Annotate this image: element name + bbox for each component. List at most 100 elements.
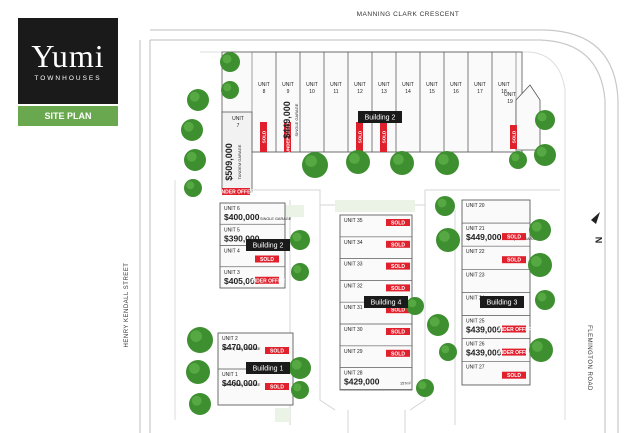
tree-highlight bbox=[531, 221, 542, 232]
sold-tag-text: SOLD bbox=[270, 385, 284, 391]
sold-tag: SOLD bbox=[386, 349, 410, 357]
unit-label: UNIT 1 bbox=[222, 372, 238, 378]
tree-highlight bbox=[186, 151, 197, 162]
sold-tag: SOLD bbox=[255, 255, 279, 263]
road-curbs bbox=[139, 29, 619, 433]
unit-label: UNIT 33 bbox=[344, 262, 363, 268]
sold-tag: SOLD bbox=[386, 306, 410, 314]
under_offer-tag-text: UNDER OFFER bbox=[286, 120, 291, 153]
tree-highlight bbox=[291, 359, 302, 370]
sold-tag-text: SOLD bbox=[260, 257, 274, 263]
unit-label: UNIT 34 bbox=[344, 240, 363, 246]
sold-tag-text: SOLD bbox=[391, 221, 405, 227]
sold-tag: SOLD bbox=[510, 125, 517, 149]
sold-tag-text: SOLD bbox=[512, 130, 517, 143]
unit-price: $449,000 bbox=[466, 232, 502, 242]
footpaths bbox=[174, 51, 566, 420]
brand-logo-box: Yumi TOWNHOUSES bbox=[18, 18, 118, 104]
building-4-label-text: Building 4 bbox=[371, 300, 402, 307]
unit-note: 160m² | DBL GARAGE bbox=[222, 383, 261, 387]
unit-label: UNIT 27 bbox=[466, 365, 485, 371]
sold-tag: SOLD bbox=[265, 347, 289, 355]
unit-label: UNIT 31 bbox=[344, 305, 363, 311]
unit-note: SINGLE GARAGE bbox=[260, 217, 292, 221]
under-offer-tag: UNDER OFFER bbox=[218, 188, 255, 196]
tree-highlight bbox=[408, 299, 417, 308]
unit-note: TANDEM GARAGE bbox=[237, 144, 242, 179]
unit-label: UNIT 3 bbox=[224, 270, 240, 276]
building-2-north-label-text: Building 2 bbox=[365, 115, 396, 122]
building-3-label-text: Building 3 bbox=[487, 300, 518, 307]
trees bbox=[181, 52, 556, 415]
tree-highlight bbox=[441, 345, 450, 354]
under_offer-tag-text: UNDER OFFER bbox=[218, 190, 255, 196]
sold-tag: SOLD bbox=[386, 240, 410, 248]
under-offer-tag: UNDER OFFER bbox=[496, 348, 533, 356]
brand-subtitle: TOWNHOUSES bbox=[34, 75, 102, 82]
unit-label: UNIT 28 bbox=[344, 371, 363, 377]
under_offer-tag-text: UNDER OFFER bbox=[249, 278, 286, 284]
unit-price: $405,000 bbox=[224, 276, 260, 286]
under-offer-tag: UNDER OFFER bbox=[496, 325, 533, 333]
sold-tag: SOLD bbox=[265, 383, 289, 391]
tree-highlight bbox=[438, 154, 449, 165]
tree-highlight bbox=[537, 112, 547, 122]
tree-highlight bbox=[183, 121, 194, 132]
sold-tag: SOLD bbox=[386, 219, 410, 227]
unit-label: UNIT 20 bbox=[466, 203, 485, 209]
unit-label: UNIT 22 bbox=[466, 249, 485, 255]
building-1-label: Building 1 bbox=[246, 362, 290, 374]
unit-note: 160m² | DBL GARAGE bbox=[222, 347, 261, 351]
compass-icon: N bbox=[591, 212, 604, 243]
sold-tag-text: SOLD bbox=[507, 258, 521, 264]
unit-label: UNIT 23 bbox=[466, 272, 485, 278]
sold-tag: SOLD bbox=[502, 233, 526, 241]
sold-tag-text: SOLD bbox=[382, 130, 387, 143]
building-4-label: Building 4 bbox=[364, 296, 408, 308]
under-offer-tag: UNDER OFFER bbox=[284, 120, 291, 153]
sold-tag: SOLD bbox=[380, 122, 387, 152]
under_offer-tag-text: UNDER OFFER bbox=[496, 350, 533, 356]
sold-tag: SOLD bbox=[502, 256, 526, 264]
sold-tag-text: SOLD bbox=[507, 235, 521, 241]
tree-highlight bbox=[305, 155, 317, 167]
tree-highlight bbox=[537, 292, 547, 302]
sold-tag: SOLD bbox=[356, 122, 363, 152]
tree-highlight bbox=[189, 91, 200, 102]
unit-note: SINGLE GARAGE bbox=[294, 103, 299, 136]
compass-label: N bbox=[594, 237, 604, 244]
sold-tag: SOLD bbox=[260, 122, 267, 152]
tree-highlight bbox=[293, 265, 302, 274]
street-label-north: MANNING CLARK CRESCENT bbox=[357, 11, 460, 18]
tree-highlight bbox=[536, 146, 547, 157]
sold-tag-text: SOLD bbox=[391, 264, 405, 270]
building-1-label-text: Building 1 bbox=[253, 366, 284, 373]
unit-note: 157m² bbox=[400, 382, 411, 386]
unit-price: $439,000 bbox=[466, 325, 502, 335]
tree-highlight bbox=[532, 341, 543, 352]
tree-highlight bbox=[437, 198, 447, 208]
under_offer-tag-text: UNDER OFFER bbox=[496, 327, 533, 333]
unit-label: UNIT 21 bbox=[466, 226, 485, 232]
unit-price: $390,000 bbox=[224, 233, 260, 243]
sold-tag-text: SOLD bbox=[391, 308, 405, 314]
unit-label: UNIT 5 bbox=[224, 227, 240, 233]
sold-tag-text: SOLD bbox=[391, 351, 405, 357]
unit-label: UNIT 29 bbox=[344, 349, 363, 355]
